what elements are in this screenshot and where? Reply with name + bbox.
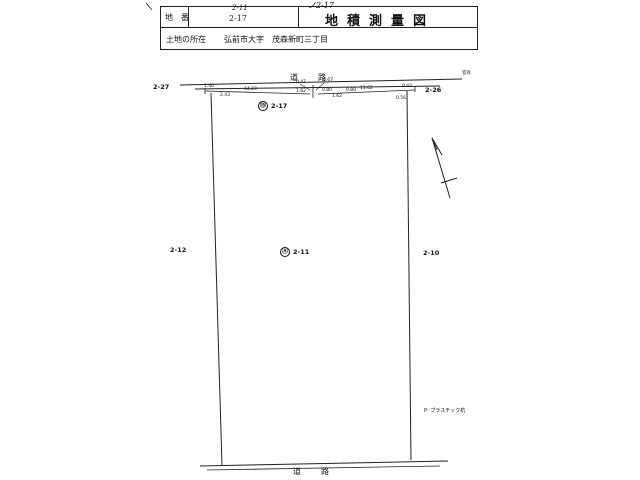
dim-label: 1.62 <box>296 89 307 94</box>
parcel-number-main: 2-11 <box>293 248 310 256</box>
neighbor-top-left-label: 2-27 <box>153 83 170 91</box>
parcel-number-top: 2-17 <box>271 102 288 110</box>
neighbor-right-label: 2-10 <box>423 249 440 257</box>
dim-label: 0.42 <box>402 84 413 89</box>
neighbor-left-label: 2-12 <box>170 246 187 254</box>
bottom-road-line-2 <box>206 465 441 471</box>
road-top-edge <box>179 78 463 86</box>
road-label-top: 道 路 <box>290 73 332 82</box>
parcel-top-line-left <box>204 90 311 95</box>
header-chiban-box-right <box>298 6 299 27</box>
parcel-right-boundary <box>406 90 412 461</box>
dim-leader-1 <box>315 81 326 91</box>
chiban-handwritten: 2-11 <box>232 4 248 12</box>
stake-legend-note: P: プラスチック杭 <box>424 408 466 414</box>
header-col-divider <box>188 6 189 27</box>
north-arrow-head-2 <box>431 137 443 156</box>
dim-label: 0.80 <box>346 88 357 93</box>
location-value: 弘前市大字 茂森新町三丁目 <box>224 35 328 44</box>
parcel-left-boundary <box>210 92 223 467</box>
parcel-marker-main: Ⓐ <box>280 247 290 257</box>
dim-label: 0.67 <box>323 78 334 83</box>
north-arrow-crossbar <box>440 177 458 184</box>
location-label: 土地の所在 <box>166 35 206 44</box>
dim-label: 0.80 <box>322 88 333 93</box>
north-arrow-shaft <box>431 137 451 199</box>
dim-leader-2 <box>299 83 311 91</box>
dim-label: 1.40 <box>204 84 215 89</box>
header-row-divider <box>160 27 478 28</box>
chiban-value: 2-17 <box>229 14 247 23</box>
dim-label: 14.23 <box>244 87 257 92</box>
dim-label: 11.62 <box>360 86 373 91</box>
chiban-label: 地 番 <box>165 13 189 22</box>
bottom-road-line <box>199 460 449 467</box>
parcel-marker-top: ⑮ <box>258 101 268 111</box>
dim-label: 1.62 <box>332 94 343 99</box>
dim-label: 2.43 <box>220 93 231 98</box>
corner-slash <box>145 2 153 11</box>
dim-label: 0.47 <box>296 80 307 85</box>
document-title: 地積測量図 <box>325 14 436 29</box>
neighbor-top-right-label: 2-26 <box>425 86 442 94</box>
top-handwritten-note: ノ2-17 <box>308 1 334 10</box>
header-table <box>160 6 478 50</box>
dim-label: 0.56 <box>396 96 407 101</box>
road-label-bottom: 道 路 <box>293 467 335 476</box>
right-edge-note: 官有 <box>462 71 471 76</box>
parcel-top-line-right <box>317 89 416 95</box>
road-bottom-edge <box>194 85 441 90</box>
